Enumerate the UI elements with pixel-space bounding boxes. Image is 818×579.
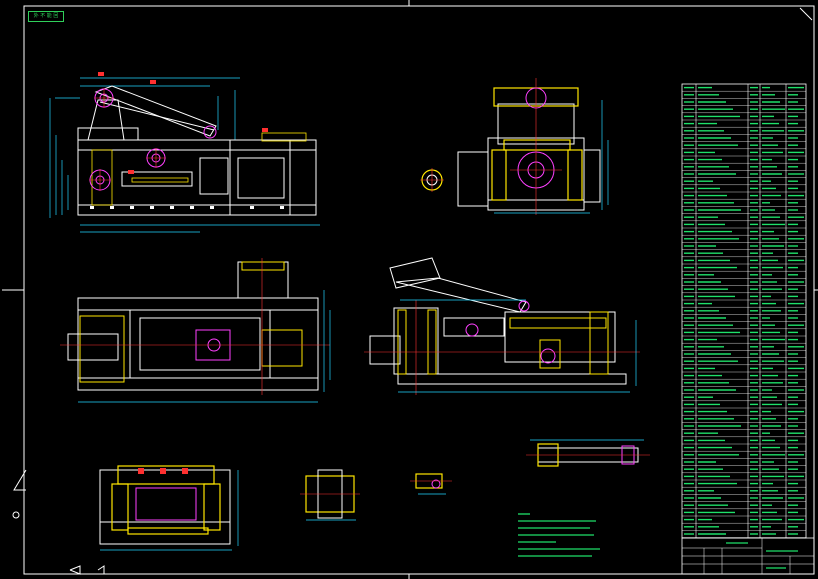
view-pin-detail[interactable] [410,473,452,495]
view-side-section[interactable] [364,257,640,395]
title-block[interactable] [681,537,815,575]
view-bearing-detail[interactable] [300,469,360,521]
drawing-stamp: 外 不 能 回 [28,11,64,22]
view-shaft-long[interactable] [526,439,650,467]
view-bottom-section[interactable] [99,465,239,551]
view-shaft-detail[interactable] [420,168,444,192]
view-front-elevation[interactable] [49,72,320,233]
view-end-section[interactable] [457,78,609,215]
technical-notes-block [518,513,600,557]
parts-list-table[interactable] [681,83,807,539]
view-plan[interactable] [60,258,331,403]
